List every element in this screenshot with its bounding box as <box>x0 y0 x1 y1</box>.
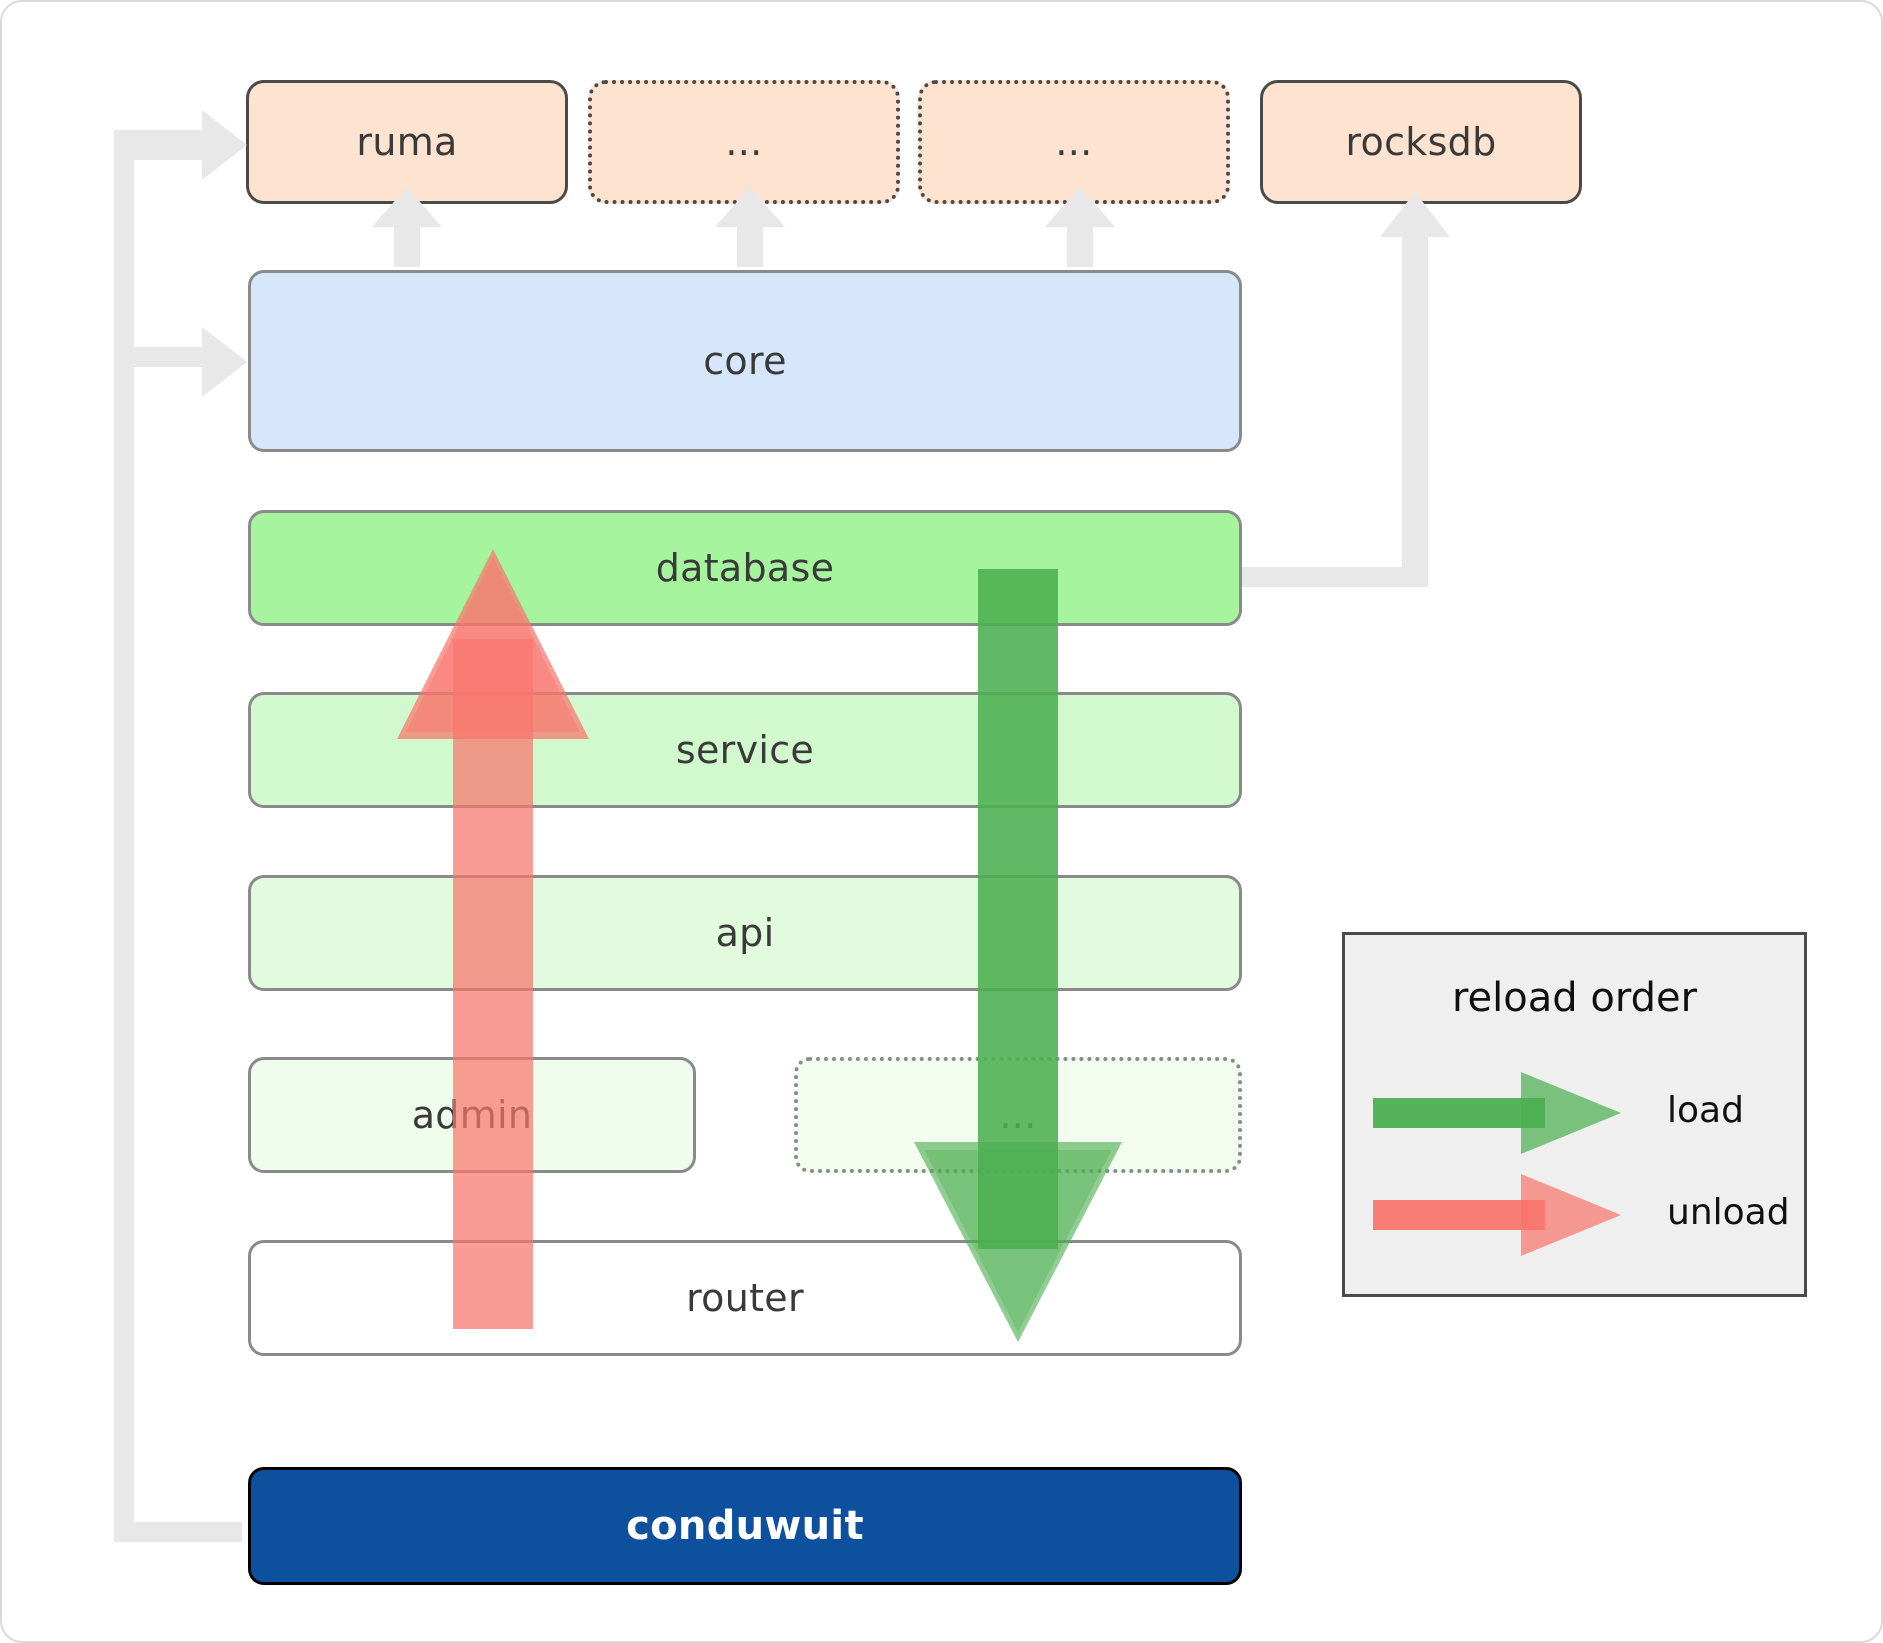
crate-label: core <box>703 339 787 383</box>
legend-arrow-unload <box>1373 1174 1621 1256</box>
crate-box-ellipsis[interactable]: ... <box>794 1057 1242 1173</box>
crate-label: api <box>715 911 775 955</box>
legend-label-load: load <box>1667 1090 1744 1131</box>
crate-box-database[interactable]: database <box>248 510 1242 626</box>
dependency-box-ellipsis-1[interactable]: ... <box>588 80 900 204</box>
crate-label: router <box>686 1276 804 1320</box>
crate-box-admin[interactable]: admin <box>248 1057 696 1173</box>
crate-label: database <box>655 546 835 590</box>
dependency-box-ruma[interactable]: ruma <box>246 80 568 204</box>
dependency-label: ... <box>1055 120 1093 164</box>
dependency-box-rocksdb[interactable]: rocksdb <box>1260 80 1582 204</box>
dependency-label: ruma <box>356 120 458 164</box>
legend-panel: reload order load unload <box>1342 932 1807 1297</box>
crate-label: service <box>675 728 815 772</box>
crate-box-api[interactable]: api <box>248 875 1242 991</box>
legend-label-unload: unload <box>1667 1192 1790 1233</box>
crate-label: ... <box>999 1093 1037 1137</box>
binary-box-conduwuit[interactable]: conduwuit <box>248 1467 1242 1585</box>
dependency-label: ... <box>725 120 763 164</box>
crate-box-router[interactable]: router <box>248 1240 1242 1356</box>
binary-label: conduwuit <box>626 1503 864 1549</box>
legend-arrow-load <box>1373 1072 1621 1154</box>
crate-label: admin <box>411 1093 533 1137</box>
crate-box-service[interactable]: service <box>248 692 1242 808</box>
dependency-box-ellipsis-2[interactable]: ... <box>918 80 1230 204</box>
dependency-label: rocksdb <box>1345 120 1497 164</box>
legend-title: reload order <box>1451 975 1698 1021</box>
crate-box-core[interactable]: core <box>248 270 1242 452</box>
